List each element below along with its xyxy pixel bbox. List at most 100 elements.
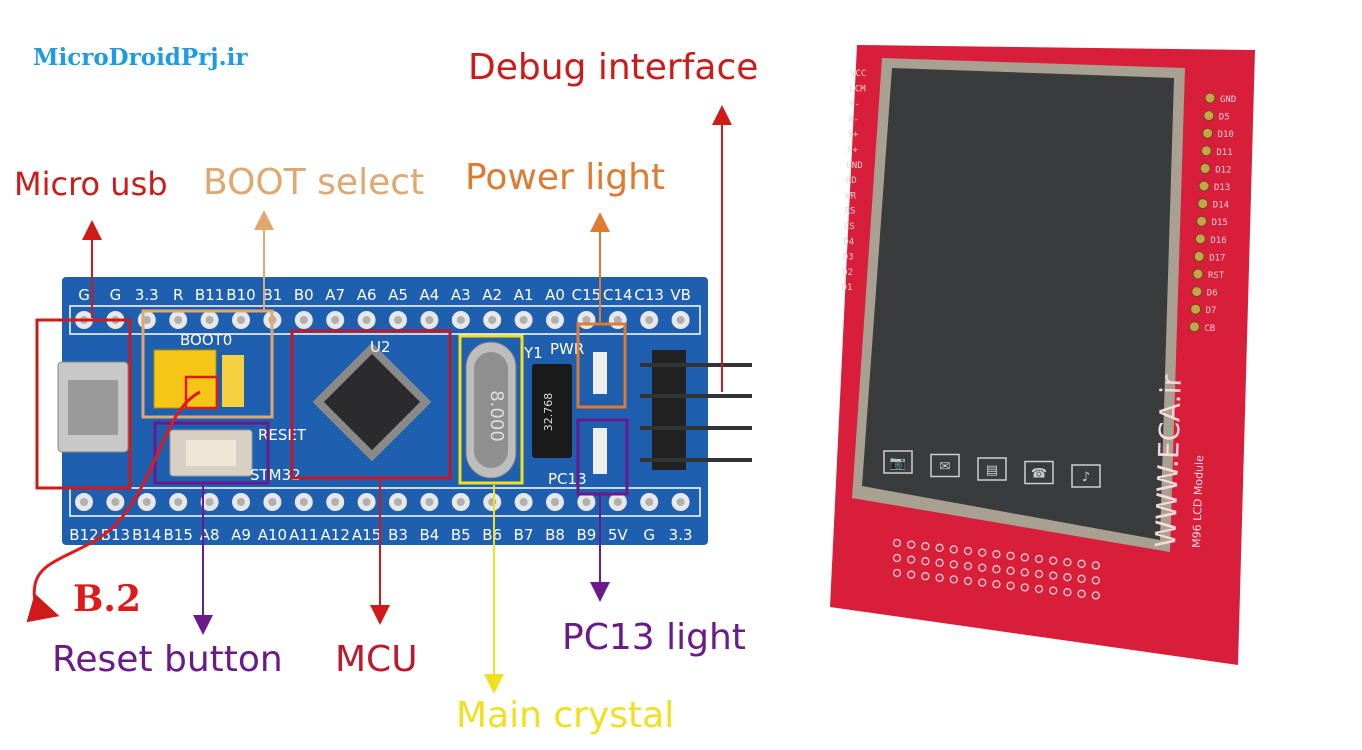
mail-icon-glyph: ✉ bbox=[940, 460, 951, 475]
bottom-pin-label: B8 bbox=[545, 526, 565, 544]
lcd-header-hole bbox=[1063, 558, 1072, 567]
top-pin-label: C14 bbox=[603, 286, 633, 304]
lcd-header-hole bbox=[1020, 583, 1029, 592]
lcd-header-hole bbox=[1077, 559, 1086, 568]
lcd-left-pin-label: X- bbox=[848, 115, 859, 125]
lcd-header-hole bbox=[892, 538, 902, 548]
lcd-pin-pad bbox=[1188, 321, 1200, 333]
lcd-header-hole bbox=[935, 573, 944, 582]
lcd-header-hole bbox=[1049, 586, 1058, 595]
lcd-header-hole bbox=[978, 548, 987, 557]
label-mcu: MCU bbox=[335, 639, 418, 680]
top-pin-label: G bbox=[110, 286, 122, 304]
lcd-right-pin-label: D6 bbox=[1207, 289, 1218, 299]
lcd-header-hole bbox=[1091, 561, 1100, 570]
lcd-left-pin-label: D2 bbox=[842, 268, 853, 278]
lcd-right-pin-label: D10 bbox=[1218, 130, 1234, 140]
bottom-pin-label: B4 bbox=[419, 526, 439, 544]
bottom-pin-label: A8 bbox=[200, 526, 220, 544]
music-icon-glyph: ♪ bbox=[1082, 470, 1090, 485]
lcd-header-hole bbox=[921, 542, 930, 551]
crystal-marking: 8.000 bbox=[486, 390, 507, 442]
rtc-crystal bbox=[532, 364, 572, 458]
label-debug-interface: Debug interface bbox=[468, 47, 759, 88]
lcd-pin-pad bbox=[1193, 250, 1205, 262]
lcd-header-hole bbox=[1006, 581, 1015, 590]
bottom-pin-label: B9 bbox=[576, 526, 596, 544]
main-crystal-box bbox=[458, 334, 524, 485]
lcd-right-pin-label: D16 bbox=[1210, 236, 1226, 246]
top-pin-label: A6 bbox=[357, 286, 377, 304]
lcd-header-hole bbox=[1077, 589, 1086, 598]
lcd-header-hole bbox=[921, 557, 930, 566]
label-pc13-light: PC13 light bbox=[562, 617, 746, 658]
bottom-pin-label: 3.3 bbox=[669, 526, 693, 544]
bottom-pin-label: B6 bbox=[482, 526, 502, 544]
lcd-pin-pad bbox=[1194, 233, 1206, 245]
lcd-right-pin-label: CB bbox=[1204, 324, 1215, 334]
mcu-box bbox=[290, 329, 452, 480]
lcd-left-pin-label: RS bbox=[845, 207, 856, 217]
bottom-pin-label: B3 bbox=[388, 526, 408, 544]
lcd-pin-pad bbox=[1191, 286, 1203, 298]
lcd-header-hole bbox=[963, 546, 973, 556]
label-power-light: Power light bbox=[465, 157, 666, 198]
lcd-right-pin-label: D11 bbox=[1216, 148, 1232, 158]
lcd-header-hole bbox=[992, 565, 1001, 574]
lcd-header-hole bbox=[1077, 574, 1086, 583]
lcd-header-hole bbox=[949, 545, 958, 554]
lcd-left-pin-label: Y- bbox=[849, 100, 860, 110]
lcd-header-hole bbox=[892, 568, 902, 578]
lcd-left-pin-label: D3 bbox=[843, 253, 854, 263]
lcd-header-hole bbox=[1063, 573, 1072, 582]
lcd-left-pin-label: RD bbox=[846, 176, 857, 186]
lcd-pin-pad bbox=[1199, 162, 1211, 174]
lcd-right-pin-label: D14 bbox=[1213, 201, 1229, 211]
lcd-left-pin-label: D4 bbox=[843, 237, 854, 247]
lcd-left-pin-label: GND bbox=[846, 161, 862, 171]
lcd-right-pin-label: D12 bbox=[1215, 165, 1231, 175]
label-b2: B.2 bbox=[73, 578, 142, 620]
micro-usb-box bbox=[35, 318, 132, 490]
lcd-right-pin-label: D17 bbox=[1209, 253, 1225, 263]
top-pin-label: A3 bbox=[451, 286, 471, 304]
lcd-header-hole bbox=[978, 563, 987, 572]
lcd-header-hole bbox=[1091, 576, 1100, 585]
lcd-header-hole bbox=[963, 561, 973, 571]
lcd-left-pin-label: LCM bbox=[849, 84, 866, 94]
lcd-pin-pad bbox=[1202, 127, 1214, 139]
top-pin-label: A4 bbox=[419, 286, 439, 304]
top-pin-label: VB bbox=[670, 286, 691, 304]
top-pin-label: B10 bbox=[226, 286, 255, 304]
lcd-left-pin-label: X+ bbox=[847, 146, 858, 156]
top-pin-label: R bbox=[173, 286, 183, 304]
rtc-marking: 32.768 bbox=[542, 393, 555, 432]
pc13-led bbox=[593, 428, 607, 474]
bottom-pin-label: A11 bbox=[289, 526, 318, 544]
lcd-screen bbox=[862, 68, 1174, 540]
mail-icon bbox=[930, 453, 960, 478]
lcd-right-pin-label: D13 bbox=[1214, 183, 1230, 193]
lcd-header-hole bbox=[949, 575, 958, 584]
lcd-header-hole bbox=[907, 555, 916, 564]
lcd-right-pin-label: GND bbox=[1220, 95, 1236, 105]
top-pin-label: A0 bbox=[545, 286, 565, 304]
lcd-bottom-header bbox=[892, 538, 1100, 600]
bottom-pin-label: A10 bbox=[258, 526, 287, 544]
lcd-header-hole bbox=[1049, 571, 1058, 580]
lcd-header-hole bbox=[992, 580, 1001, 589]
lcd-pin-pad bbox=[1203, 110, 1215, 122]
reset-button-box bbox=[153, 421, 270, 485]
lcd-header-hole bbox=[1063, 588, 1072, 597]
bottom-pin-label: A9 bbox=[231, 526, 251, 544]
lcd-left-pin-label: CS bbox=[844, 222, 855, 232]
lcd-pin-pad bbox=[1190, 303, 1202, 315]
music-icon bbox=[1071, 464, 1101, 488]
camera-icon bbox=[883, 450, 913, 474]
u2-silk: U2 bbox=[370, 338, 391, 356]
